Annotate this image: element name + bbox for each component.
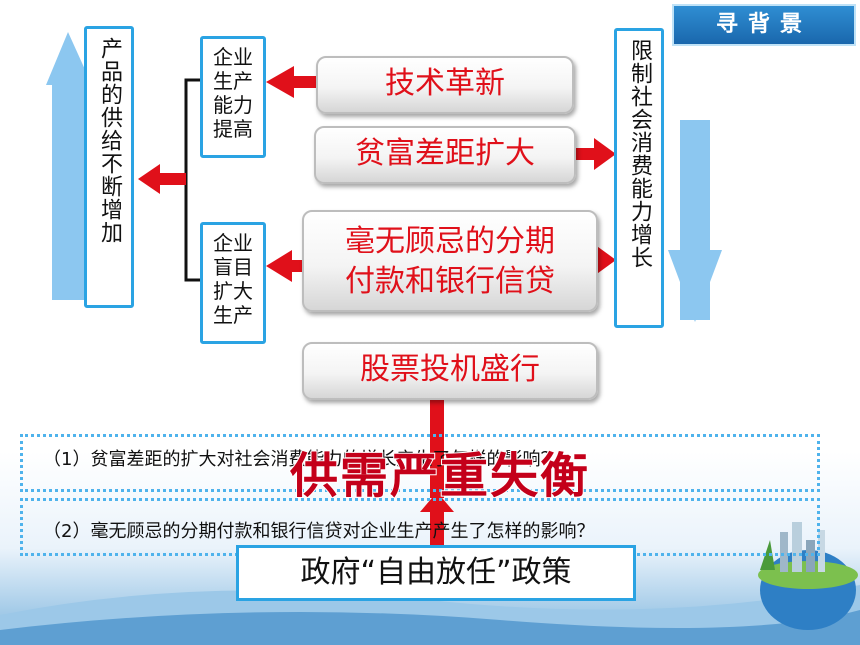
laissez-faire-policy-box: 政府“自由放任”政策 xyxy=(236,545,636,601)
product-supply-label: 产品的供给不断增加 xyxy=(97,37,122,244)
stock-speculation-pill: 股票投机盛行 xyxy=(302,342,598,400)
consumption-limit-label: 限制社会消费能力增长 xyxy=(627,39,652,269)
question-1-text: （1）贫富差距的扩大对社会消费能力的增长产生了怎样的影响？ xyxy=(43,449,559,470)
section-tag: 寻背景 xyxy=(672,4,856,46)
policy-up-arrow-icon xyxy=(430,505,444,547)
tech-innovation-pill: 技术革新 xyxy=(316,56,574,114)
stock-down-arrow-icon xyxy=(430,398,444,498)
enterprise-capacity-label: 企业生产能力提高 xyxy=(213,45,253,141)
enterprise-capacity-box: 企业生产能力提高 xyxy=(200,36,266,158)
credit-pill: 毫无顾忌的分期 付款和银行信贷 xyxy=(302,210,598,312)
enterprise-blind-box: 企业盲目扩大生产 xyxy=(200,222,266,344)
supply-demand-imbalance: 供需严重失衡 xyxy=(289,447,590,505)
background-wave xyxy=(0,585,860,645)
wealth-gap-pill: 贫富差距扩大 xyxy=(314,126,576,184)
credit-line-2: 付款和银行信贷 xyxy=(345,264,555,299)
consumption-limit-box: 限制社会消费能力增长 xyxy=(614,28,664,328)
product-supply-box: 产品的供给不断增加 xyxy=(84,26,134,308)
credit-line-1: 毫无顾忌的分期 xyxy=(345,224,555,259)
enterprise-blind-label: 企业盲目扩大生产 xyxy=(213,231,253,327)
question-1-box: （1）贫富差距的扩大对社会消费能力的增长产生了怎样的影响？ xyxy=(20,434,820,492)
question-2-text: （2）毫无顾忌的分期付款和银行信贷对企业生产产生了怎样的影响？ xyxy=(43,521,595,542)
